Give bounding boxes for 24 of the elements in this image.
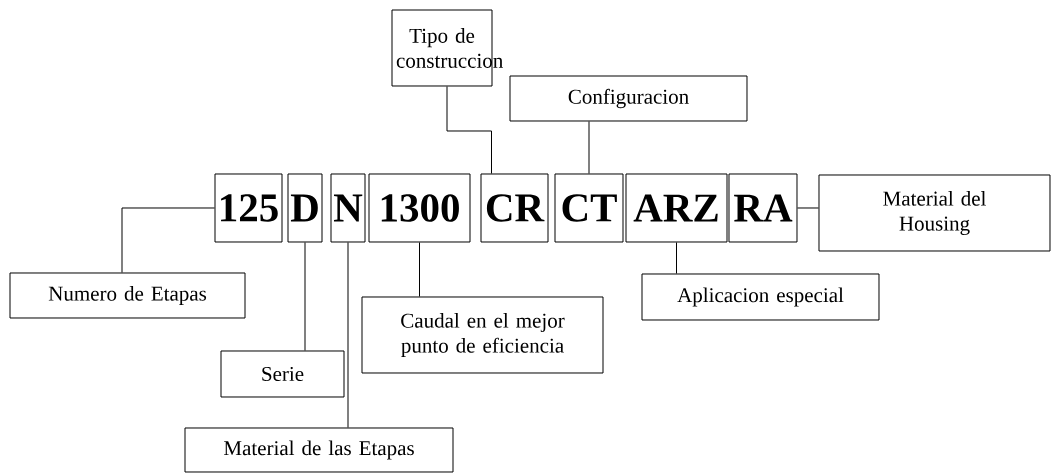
- leader-line: [676, 242, 677, 274]
- label-box: Tipo de construccion: [391, 9, 503, 87]
- leader-line: [797, 207, 819, 209]
- label-box: Configuracion: [509, 75, 748, 122]
- code-box: N: [330, 173, 366, 243]
- label-box: Material de las Etapas: [184, 427, 454, 473]
- label-box: Aplicacion especial: [641, 273, 880, 321]
- code-box: CT: [554, 173, 624, 243]
- leader-line: [419, 242, 420, 297]
- code-box: 1300: [368, 173, 471, 243]
- code-box: CR: [480, 173, 549, 243]
- leader-line: [121, 207, 215, 273]
- code-box: RA: [728, 173, 798, 243]
- label-box: Serie: [220, 350, 345, 398]
- code-box: D: [287, 173, 323, 243]
- label-box: Material del Housing: [818, 174, 1051, 252]
- leader-line: [446, 86, 492, 174]
- leader-line: [588, 121, 590, 174]
- label-box: Numero de Etapas: [9, 272, 246, 319]
- label-box: Caudal en el mejor punto de eficiencia: [361, 296, 604, 374]
- leader-line: [347, 242, 349, 428]
- code-box: 125: [214, 173, 283, 243]
- code-box: ARZ: [625, 173, 728, 243]
- leader-line: [304, 242, 306, 351]
